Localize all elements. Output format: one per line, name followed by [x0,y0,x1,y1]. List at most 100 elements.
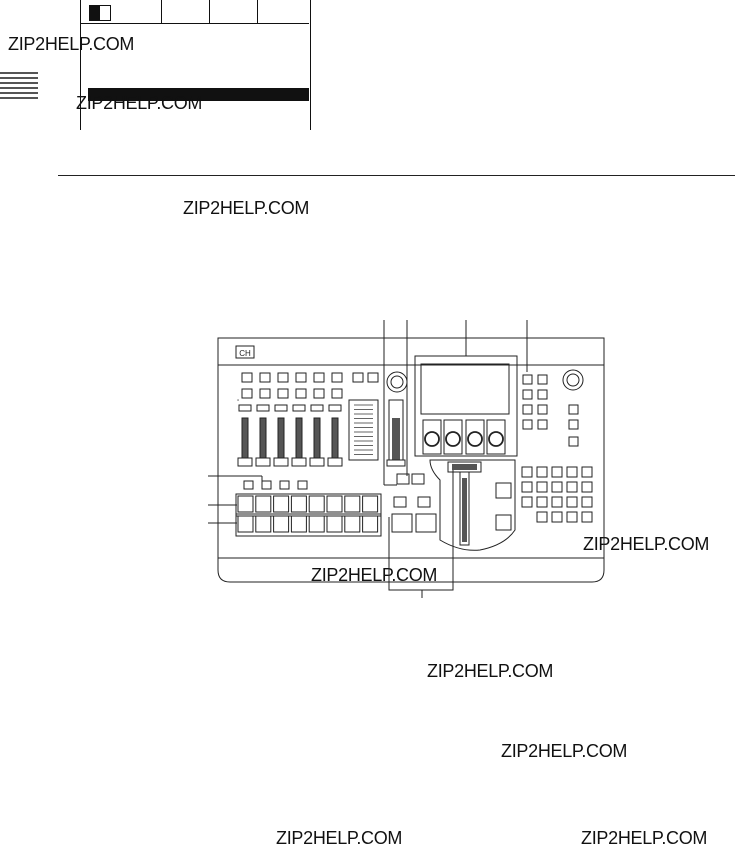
tbar-handle-grip [452,464,477,470]
bus-b-button[interactable] [344,515,361,533]
menu-knob-cell [422,419,442,455]
keypad-button[interactable] [551,481,563,493]
bus-a-button[interactable] [255,495,272,513]
utility-button[interactable] [297,480,308,490]
bus-b-button[interactable] [326,515,343,533]
watermark-text: ZIP2HELP.COM [581,828,708,848]
keypad-button[interactable] [521,481,533,493]
keypad-button[interactable] [566,511,578,523]
utility-button[interactable] [279,480,290,490]
fader-knob[interactable] [273,457,289,467]
keypad-button[interactable] [551,466,563,478]
bus-a-button[interactable] [308,495,325,513]
menu-knob[interactable] [445,431,461,447]
function-button[interactable] [522,374,533,385]
bus-b-button[interactable] [308,515,325,533]
function-button[interactable] [568,404,579,415]
channel-assign-button[interactable] [277,388,289,399]
menu-knob[interactable] [424,431,440,447]
bus-a-button[interactable] [237,495,254,513]
bus-a-button[interactable] [344,495,361,513]
function-button[interactable] [522,419,533,430]
utility-button[interactable] [261,480,272,490]
effect-button[interactable] [495,514,512,531]
channel-select-button[interactable] [241,372,253,383]
fader-knob[interactable] [327,457,343,467]
keypad-button[interactable] [566,496,578,508]
keypad-button[interactable] [551,496,563,508]
transition-button[interactable] [417,496,431,508]
channel-select-button[interactable] [277,372,289,383]
keypad-button[interactable] [566,481,578,493]
function-button[interactable] [522,389,533,400]
channel-assign-button[interactable] [295,388,307,399]
keypad-button[interactable] [536,481,548,493]
jog-dial-icon[interactable] [386,371,408,393]
master-fader-knob[interactable] [386,459,406,467]
channel-select-button[interactable] [313,372,325,383]
fader-knob[interactable] [237,457,253,467]
channel-indicator [328,404,342,412]
channel-assign-button[interactable] [241,388,253,399]
fader-knob[interactable] [255,457,271,467]
keypad-button[interactable] [581,511,593,523]
transition-button[interactable] [393,496,407,508]
bus-b-button[interactable] [237,515,254,533]
keypad-button[interactable] [521,466,533,478]
channel-assign-button[interactable] [313,388,325,399]
function-button[interactable] [537,389,548,400]
menu-knob-cell [465,419,485,455]
bus-a-button[interactable] [326,495,343,513]
fader-knob[interactable] [309,457,325,467]
bus-b-button[interactable] [362,515,379,533]
panel-body [217,337,605,583]
bus-b-button[interactable] [255,515,272,533]
bus-a-button[interactable] [273,495,290,513]
function-button[interactable] [537,419,548,430]
cut-button[interactable] [391,513,413,533]
bus-b-button[interactable] [273,515,290,533]
header-frame [80,24,311,130]
channel-indicator [310,404,324,412]
menu-knob[interactable] [488,431,504,447]
keypad-button[interactable] [521,496,533,508]
watermark-text: ZIP2HELP.COM [76,93,203,113]
keypad-button[interactable] [536,466,548,478]
function-button[interactable] [537,374,548,385]
bus-b-button[interactable] [290,515,307,533]
function-button[interactable] [568,419,579,430]
keypad-button[interactable] [581,481,593,493]
bus-a-button[interactable] [362,495,379,513]
channel-assign-button[interactable] [331,388,343,399]
function-button[interactable] [522,404,533,415]
channel-assign-button[interactable] [259,388,271,399]
channel-select-button[interactable] [295,372,307,383]
book-icon [89,5,111,21]
header-tab-underline [80,23,309,24]
fader-knob[interactable] [291,457,307,467]
auto-button[interactable] [415,513,437,533]
keypad-button[interactable] [536,496,548,508]
jog-dial-icon[interactable] [562,369,584,391]
keypad-button[interactable] [566,466,578,478]
keypad-button[interactable] [581,496,593,508]
transition-button[interactable] [396,473,410,485]
function-button[interactable] [568,436,579,447]
channel-select-button[interactable] [367,372,379,383]
channel-indicator [292,404,306,412]
menu-knob[interactable] [467,431,483,447]
utility-button[interactable] [243,480,254,490]
channel-select-button[interactable] [331,372,343,383]
transition-button[interactable] [411,473,425,485]
lcd-screen [420,363,510,415]
channel-select-button[interactable] [259,372,271,383]
keypad-button[interactable] [581,466,593,478]
effect-button[interactable] [495,482,512,499]
panel-logo [235,345,255,359]
channel-select-button[interactable] [352,372,364,383]
bus-a-button[interactable] [290,495,307,513]
keypad-button[interactable] [551,511,563,523]
function-button[interactable] [537,404,548,415]
keypad-button[interactable] [536,511,548,523]
